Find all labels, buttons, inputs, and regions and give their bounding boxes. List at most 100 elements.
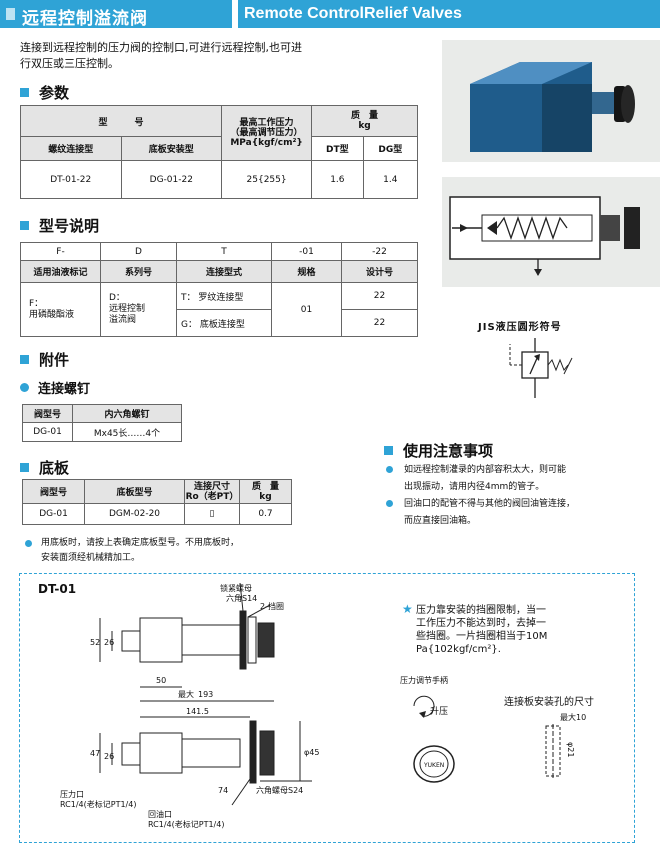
dim-193: 193	[198, 690, 213, 699]
jis-title: JIS液压圆形符号	[478, 322, 562, 333]
cell: T： 罗纹连接型	[176, 282, 272, 310]
base-table: 阀型号 底板型号 连接尺寸 Ro（老PT） 质 量 kg DG-01 DGM-0…	[22, 479, 292, 525]
dim-26b: 26	[104, 752, 114, 761]
cell: 01	[271, 282, 342, 337]
label-plate-holes: 连接板安装孔的尺寸	[504, 697, 594, 708]
cell: Mx45长……4个	[72, 422, 182, 442]
label-hex-s24: 六角螺母S24	[256, 785, 303, 795]
th-plate: 底板安装型	[120, 136, 223, 161]
title-cn: 远程控制溢流阀	[0, 0, 232, 29]
label-t-rc: RC1/4(老标记PT1/4)	[148, 819, 224, 829]
square-bullet-icon	[20, 221, 29, 230]
th-dt: DT型	[311, 136, 364, 161]
label-t-port: 回油口	[148, 809, 172, 819]
dim-52: 52	[90, 638, 100, 647]
code: -01	[271, 242, 342, 261]
label-p-port: 压力口	[60, 789, 84, 799]
section-title: 使用注意事项	[403, 442, 494, 460]
label-max: 最大	[178, 689, 194, 699]
square-bullet-icon	[384, 446, 393, 455]
label-lock-nut: 锁紧螺母	[220, 583, 252, 593]
label: 系列号	[100, 260, 177, 283]
label-knob: YUKEN	[424, 762, 445, 769]
cell: DGM-02-20	[84, 503, 185, 525]
sub-title: 连接螺钉	[38, 382, 91, 397]
circle-bullet-icon	[20, 383, 29, 392]
dim-50: 50	[156, 676, 166, 685]
label: 规格	[271, 260, 342, 283]
cell: DT-01-22	[20, 160, 122, 199]
cell: 0.7	[239, 503, 292, 525]
cell: DG-01	[22, 503, 85, 525]
code: -22	[341, 242, 418, 261]
cell: DG-01-22	[120, 160, 223, 199]
square-bullet-icon	[20, 463, 29, 472]
usage-item: 出现振动，请用内径4mm的管子。	[404, 482, 545, 492]
th-pressure: 最高工作压力 （最高调节压力） MPa{kgf/cm²}	[221, 105, 313, 161]
intro-line: 连接到远程控制的压力阀的控制口,可进行远程控制,也可进	[20, 41, 302, 54]
intro-line: 行双压或三压控制。	[20, 57, 119, 70]
dim-45: φ45	[304, 748, 319, 757]
th-thread: 螺纹连接型	[20, 136, 122, 161]
th: 质 量 kg	[239, 479, 292, 504]
label-p-rc: RC1/4(老标记PT1/4)	[60, 799, 136, 809]
note-line: 工作压力不能达到时，去掉一	[416, 618, 546, 629]
cell: ▯	[184, 503, 240, 525]
cell: F： 用磷酸酯液	[20, 282, 101, 337]
handle-drawing	[413, 695, 455, 783]
usage-item: 而应直接回油箱。	[404, 516, 477, 526]
drawing-box: DT-01	[19, 573, 635, 843]
cell: 1.6	[311, 160, 364, 199]
section-title: 附件	[39, 351, 70, 369]
section-title: 参数	[39, 84, 70, 102]
cell: 25{255}	[221, 160, 313, 199]
plate-hole-drawing	[545, 724, 561, 780]
star-icon: ★	[402, 602, 413, 616]
section-params: 参数	[20, 82, 69, 103]
note-line: 安装面须经机械精加工。	[41, 553, 141, 563]
page-header: 远程控制溢流阀 Remote ControlRelief Valves	[0, 0, 660, 29]
label-max10: 最大10	[560, 713, 587, 722]
cell: D： 远程控制 溢流阀	[100, 282, 177, 337]
section-usage: 使用注意事项	[384, 440, 493, 461]
jis-symbol-icon	[509, 338, 573, 398]
intro-text: 连接到远程控制的压力阀的控制口,可进行远程控制,也可进 行双压或三压控制。	[20, 40, 365, 72]
cell: 1.4	[362, 160, 419, 199]
th-model: 型 号	[19, 105, 223, 137]
section-title: 型号说明	[39, 217, 100, 235]
valve-section-drawing	[442, 177, 660, 287]
label: 连接型式	[176, 260, 272, 283]
model-table: F- D T -01 -22 适用油液标记 系列号 连接型式 规格 设计号 F：…	[20, 242, 418, 337]
usage-item: 如远程控制灌录的内部容积太大，则可能	[384, 462, 614, 479]
section-accessories: 附件	[20, 349, 69, 370]
cell: DG-01	[22, 422, 73, 442]
note-line: Pa{102kgf/cm²}.	[416, 644, 501, 655]
code: D	[100, 242, 177, 261]
label-hex-s14: 六角S14	[226, 593, 257, 603]
note-line: 用底板时，请按上表确定底板型号。不用底板时，	[41, 538, 240, 548]
th-dg: DG型	[362, 136, 419, 161]
note-line: 压力靠安装的挡圈限制，当一	[415, 605, 546, 616]
pressure-note: ★ 压力靠安装的挡圈限制，当一 工作压力不能达到时，去掉一 些挡圈。一片挡圈相当…	[402, 603, 582, 656]
square-bullet-icon	[20, 88, 29, 97]
th: 阀型号	[22, 404, 73, 423]
valve-photo	[442, 40, 660, 162]
sub-screws: 连接螺钉	[20, 378, 90, 397]
code: T	[176, 242, 272, 261]
dim-74: 74	[218, 786, 228, 795]
code: F-	[20, 242, 101, 261]
dim-47: 47	[90, 749, 100, 758]
cell: 22	[341, 282, 418, 310]
th: 阀型号	[22, 479, 85, 504]
th-mass: 质 量 kg	[311, 105, 418, 137]
dimension-drawing: 锁紧螺母 六角S14 2-挡圈 52 26 50 最大 193 141.5 47…	[60, 583, 319, 829]
params-table: 型 号 最高工作压力 （最高调节压力） MPa{kgf/cm²} 质 量 kg …	[19, 105, 419, 199]
title-en: Remote ControlRelief Valves	[238, 0, 660, 28]
label: 适用油液标记	[20, 260, 101, 283]
note-line: 些挡圈。一片挡圈相当于10M	[416, 631, 548, 642]
usage-item: 回油口的配管不得与其他的阀回油管连接，	[384, 496, 614, 513]
square-bullet-icon	[20, 355, 29, 364]
dim-141: 141.5	[186, 707, 209, 716]
section-model: 型号说明	[20, 215, 99, 236]
